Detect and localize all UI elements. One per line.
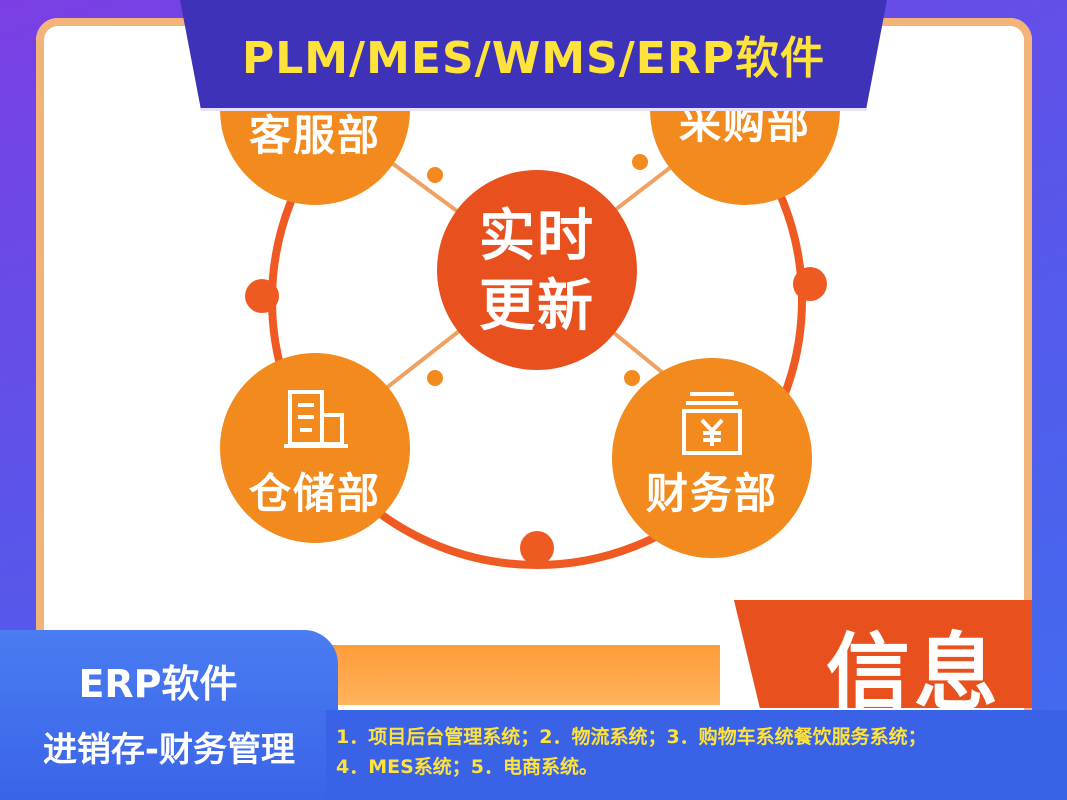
center-node bbox=[437, 170, 637, 370]
info-tab bbox=[733, 600, 1032, 708]
description-text: 1．项目后台管理系统；2．物流系统；3．购物车系统餐饮服务系统； 4．MES系统… bbox=[336, 722, 1056, 782]
left-panel-subtitle: 进销存-财务管理 bbox=[42, 730, 296, 770]
left-panel bbox=[0, 630, 338, 800]
node-label-bottom-left: 仓储部 bbox=[248, 469, 381, 518]
connector-dots bbox=[427, 154, 648, 386]
banner-title: PLM/MES/WMS/ERP软件 bbox=[241, 33, 825, 84]
node-label-bottom-right: 财务部 bbox=[645, 469, 778, 518]
building-icon bbox=[284, 390, 348, 448]
yen-receipt-icon bbox=[682, 392, 742, 455]
node-label-top-left: 客服部 bbox=[248, 111, 381, 160]
ring-dot-bottom bbox=[520, 531, 554, 565]
description-line-1: 1．项目后台管理系统；2．物流系统；3．购物车系统餐饮服务系统； bbox=[336, 726, 927, 748]
orange-band bbox=[300, 645, 720, 705]
info-label: 信息 bbox=[826, 624, 1003, 722]
node-bottom-right bbox=[612, 358, 812, 558]
center-label-line1: 实时 bbox=[479, 204, 595, 269]
left-panel-title: ERP软件 bbox=[78, 662, 238, 706]
top-banner: PLM/MES/WMS/ERP软件 bbox=[180, 0, 887, 111]
ring-dot-left bbox=[245, 279, 279, 313]
ring-dot-right bbox=[793, 267, 827, 301]
description-line-2: 4．MES系统；5．电商系统。 bbox=[336, 756, 599, 778]
description-panel bbox=[326, 710, 1067, 800]
ring-dots bbox=[245, 267, 827, 565]
center-label-line2: 更新 bbox=[479, 274, 595, 339]
